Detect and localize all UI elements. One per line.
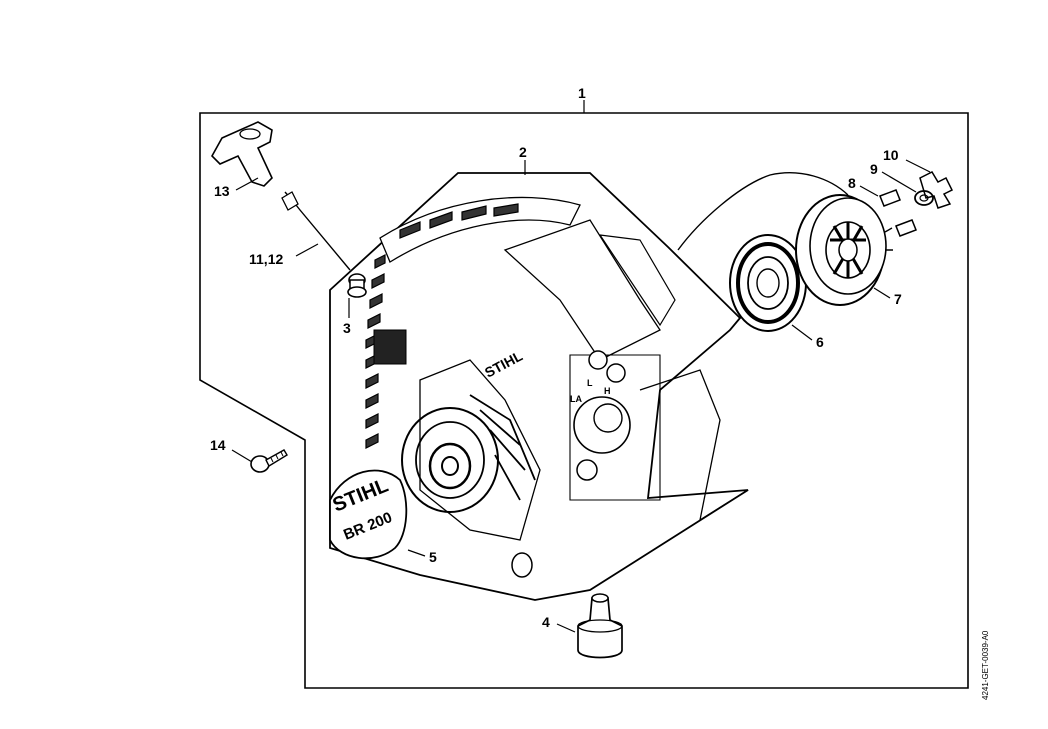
screw bbox=[250, 449, 288, 473]
callout-4[interactable]: 4 bbox=[542, 614, 576, 633]
callout-1-label: 1 bbox=[578, 85, 586, 101]
rewind-spring bbox=[729, 234, 807, 332]
callout-9-label: 9 bbox=[870, 161, 878, 177]
spring-clip bbox=[919, 171, 954, 209]
callout-5-label: 5 bbox=[429, 549, 437, 565]
choke-label-h: H bbox=[604, 386, 611, 396]
drawing-reference: 4241-GET-0039-A0 bbox=[981, 630, 990, 700]
callout-5[interactable]: 5 bbox=[407, 549, 437, 565]
choke-label-l: L bbox=[587, 378, 593, 388]
callout-8[interactable]: 8 bbox=[848, 175, 879, 197]
callout-13[interactable]: 13 bbox=[214, 177, 259, 199]
assembly-frame bbox=[199, 112, 969, 689]
callout-11-12-label: 11,12 bbox=[249, 251, 283, 267]
callout-2-label: 2 bbox=[519, 144, 527, 160]
rope-rotor bbox=[795, 194, 893, 306]
callout-9[interactable]: 9 bbox=[870, 161, 917, 193]
starter-window bbox=[401, 359, 541, 541]
callout-3-label: 3 bbox=[343, 320, 351, 336]
callout-6[interactable]: 6 bbox=[791, 324, 824, 350]
grommet bbox=[347, 273, 367, 298]
callout-11-12[interactable]: 11,12 bbox=[249, 243, 319, 267]
cooling-slots bbox=[365, 203, 519, 449]
rubber-bumper bbox=[577, 593, 623, 659]
pawl bbox=[879, 189, 917, 237]
callout-14-label: 14 bbox=[210, 437, 226, 453]
callout-10-label: 10 bbox=[883, 147, 899, 163]
callout-6-label: 6 bbox=[816, 334, 824, 350]
callout-10[interactable]: 10 bbox=[883, 147, 931, 173]
badge-label: STIHL BR 200 bbox=[329, 469, 408, 560]
callout-2[interactable]: 2 bbox=[519, 144, 527, 175]
callout-14[interactable]: 14 bbox=[210, 437, 253, 463]
callout-13-label: 13 bbox=[214, 183, 230, 199]
callout-7[interactable]: 7 bbox=[873, 287, 902, 307]
callout-1[interactable]: 1 bbox=[578, 85, 586, 113]
choke-label-la: LA bbox=[570, 394, 582, 404]
starter-rope-section bbox=[281, 191, 351, 271]
callout-3[interactable]: 3 bbox=[343, 298, 351, 336]
callout-7-label: 7 bbox=[894, 291, 902, 307]
starter-rope bbox=[677, 172, 849, 251]
fan-housing: L H LA STIHL bbox=[329, 172, 749, 601]
callout-8-label: 8 bbox=[848, 175, 856, 191]
callout-4-label: 4 bbox=[542, 614, 550, 630]
starter-grip bbox=[211, 121, 273, 187]
